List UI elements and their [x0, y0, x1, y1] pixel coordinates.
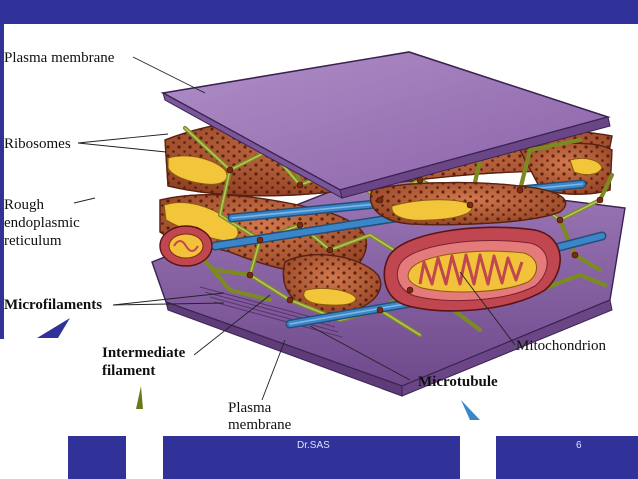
slide-number: 6 [576, 440, 582, 451]
footer-block-right: 6 [496, 436, 638, 479]
small-mitochondrion [160, 226, 212, 266]
label-intermediate-line2: filament [102, 363, 155, 379]
label-plasma-membrane-top: Plasma membrane [4, 50, 114, 66]
footer-author: Dr.SAS [297, 440, 330, 451]
label-microfilaments: Microfilaments [4, 297, 102, 313]
label-plasma-membrane-bottom-line2: membrane [228, 417, 291, 433]
label-mitochondrion: Mitochondrion [516, 338, 606, 354]
footer-block-center: Dr.SAS [163, 436, 460, 479]
label-microtubule: Microtubule [418, 374, 498, 390]
label-rough-er-line1: Rough [4, 197, 44, 213]
label-ribosomes: Ribosomes [4, 136, 71, 152]
slide-footer: Dr.SAS 6 [0, 436, 638, 479]
label-plasma-membrane-bottom-line1: Plasma [228, 400, 271, 416]
label-intermediate-line1: Intermediate [102, 345, 185, 361]
footer-block-left [68, 436, 126, 479]
label-rough-er-line3: reticulum [4, 233, 61, 249]
label-rough-er-line2: endoplasmic [4, 215, 80, 231]
